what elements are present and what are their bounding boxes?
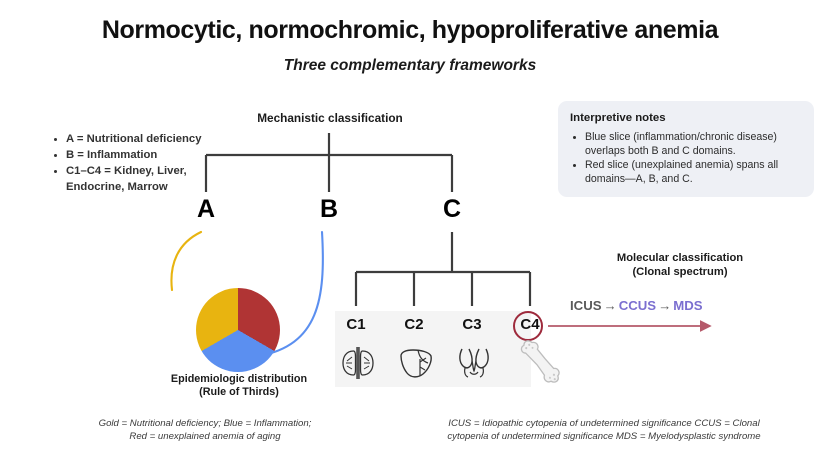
pie-caption: Epidemiologic distribution (Rule of Thir…: [133, 373, 345, 400]
c4-highlight-ring: [513, 311, 543, 341]
subnode-c2[interactable]: C2: [404, 316, 424, 333]
spectrum-arrow-2: →: [658, 298, 672, 313]
legend-item-b: B = Inflammation: [66, 148, 202, 163]
footnote-abbreviations: ICUS = Idiopathic cytopenia of undetermi…: [392, 417, 816, 443]
node-b[interactable]: B: [319, 195, 339, 223]
liver-icon: [400, 349, 432, 378]
node-a[interactable]: A: [196, 195, 216, 223]
footnote-left-line2: Red = unexplained anemia of aging: [129, 431, 281, 443]
interpretive-note-blue: Blue slice (inflammation/chronic disease…: [585, 131, 802, 158]
node-c[interactable]: C: [442, 195, 462, 223]
endocrine-icon: [459, 348, 489, 378]
spectrum-stage-icus[interactable]: ICUS: [570, 298, 602, 313]
page-subtitle: Three complementary frameworks: [283, 57, 537, 74]
interpretive-note-red: Red slice (unexplained anemia) spans all…: [585, 159, 802, 186]
subnode-c4[interactable]: C4: [520, 316, 540, 333]
spectrum-stage-ccus[interactable]: CCUS: [618, 298, 657, 313]
epidemiologic-pie-chart: [196, 288, 280, 372]
interpretive-notes-title: Interpretive notes: [570, 112, 666, 124]
pie-caption-line2: (Rule of Thirds): [199, 386, 279, 399]
footnote-right-line2: cytopenia of undetermined significance M…: [447, 431, 761, 443]
spectrum-arrow-1: →: [603, 298, 617, 313]
legend-item-a: A = Nutritional deficiency: [66, 132, 202, 147]
kidneys-icon: [342, 347, 374, 379]
legend-list: A = Nutritional deficiency B = Inflammat…: [52, 132, 202, 196]
pie-caption-line1: Epidemiologic distribution: [170, 373, 308, 385]
clonal-spectrum-sequence: ICUS→CCUS→MDS: [570, 298, 703, 313]
footnote-left-line1: Gold = Nutritional deficiency; Blue = In…: [98, 418, 312, 429]
molecular-title-line1: Molecular classification: [616, 252, 744, 264]
interpretive-notes-box: Interpretive notes Blue slice (inflammat…: [558, 101, 814, 197]
page-title: Normocytic, normochromic, hypoproliferat…: [101, 16, 719, 44]
subnode-c3[interactable]: C3: [462, 316, 482, 333]
legend-item-c: C1–C4 = Kidney, Liver, Endocrine, Marrow: [66, 164, 202, 194]
footnote-pie-legend: Gold = Nutritional deficiency; Blue = In…: [60, 417, 350, 443]
molecular-title-line2: (Clonal spectrum): [632, 265, 728, 278]
spectrum-stage-mds[interactable]: MDS: [673, 298, 703, 313]
subnode-c1[interactable]: C1: [346, 316, 366, 333]
bone-marrow-icon: [520, 340, 560, 383]
mechanistic-classification-title: Mechanistic classification: [257, 111, 403, 125]
molecular-classification-title: Molecular classification (Clonal spectru…: [555, 252, 805, 279]
footnote-right-line1: ICUS = Idiopathic cytopenia of undetermi…: [448, 418, 760, 429]
